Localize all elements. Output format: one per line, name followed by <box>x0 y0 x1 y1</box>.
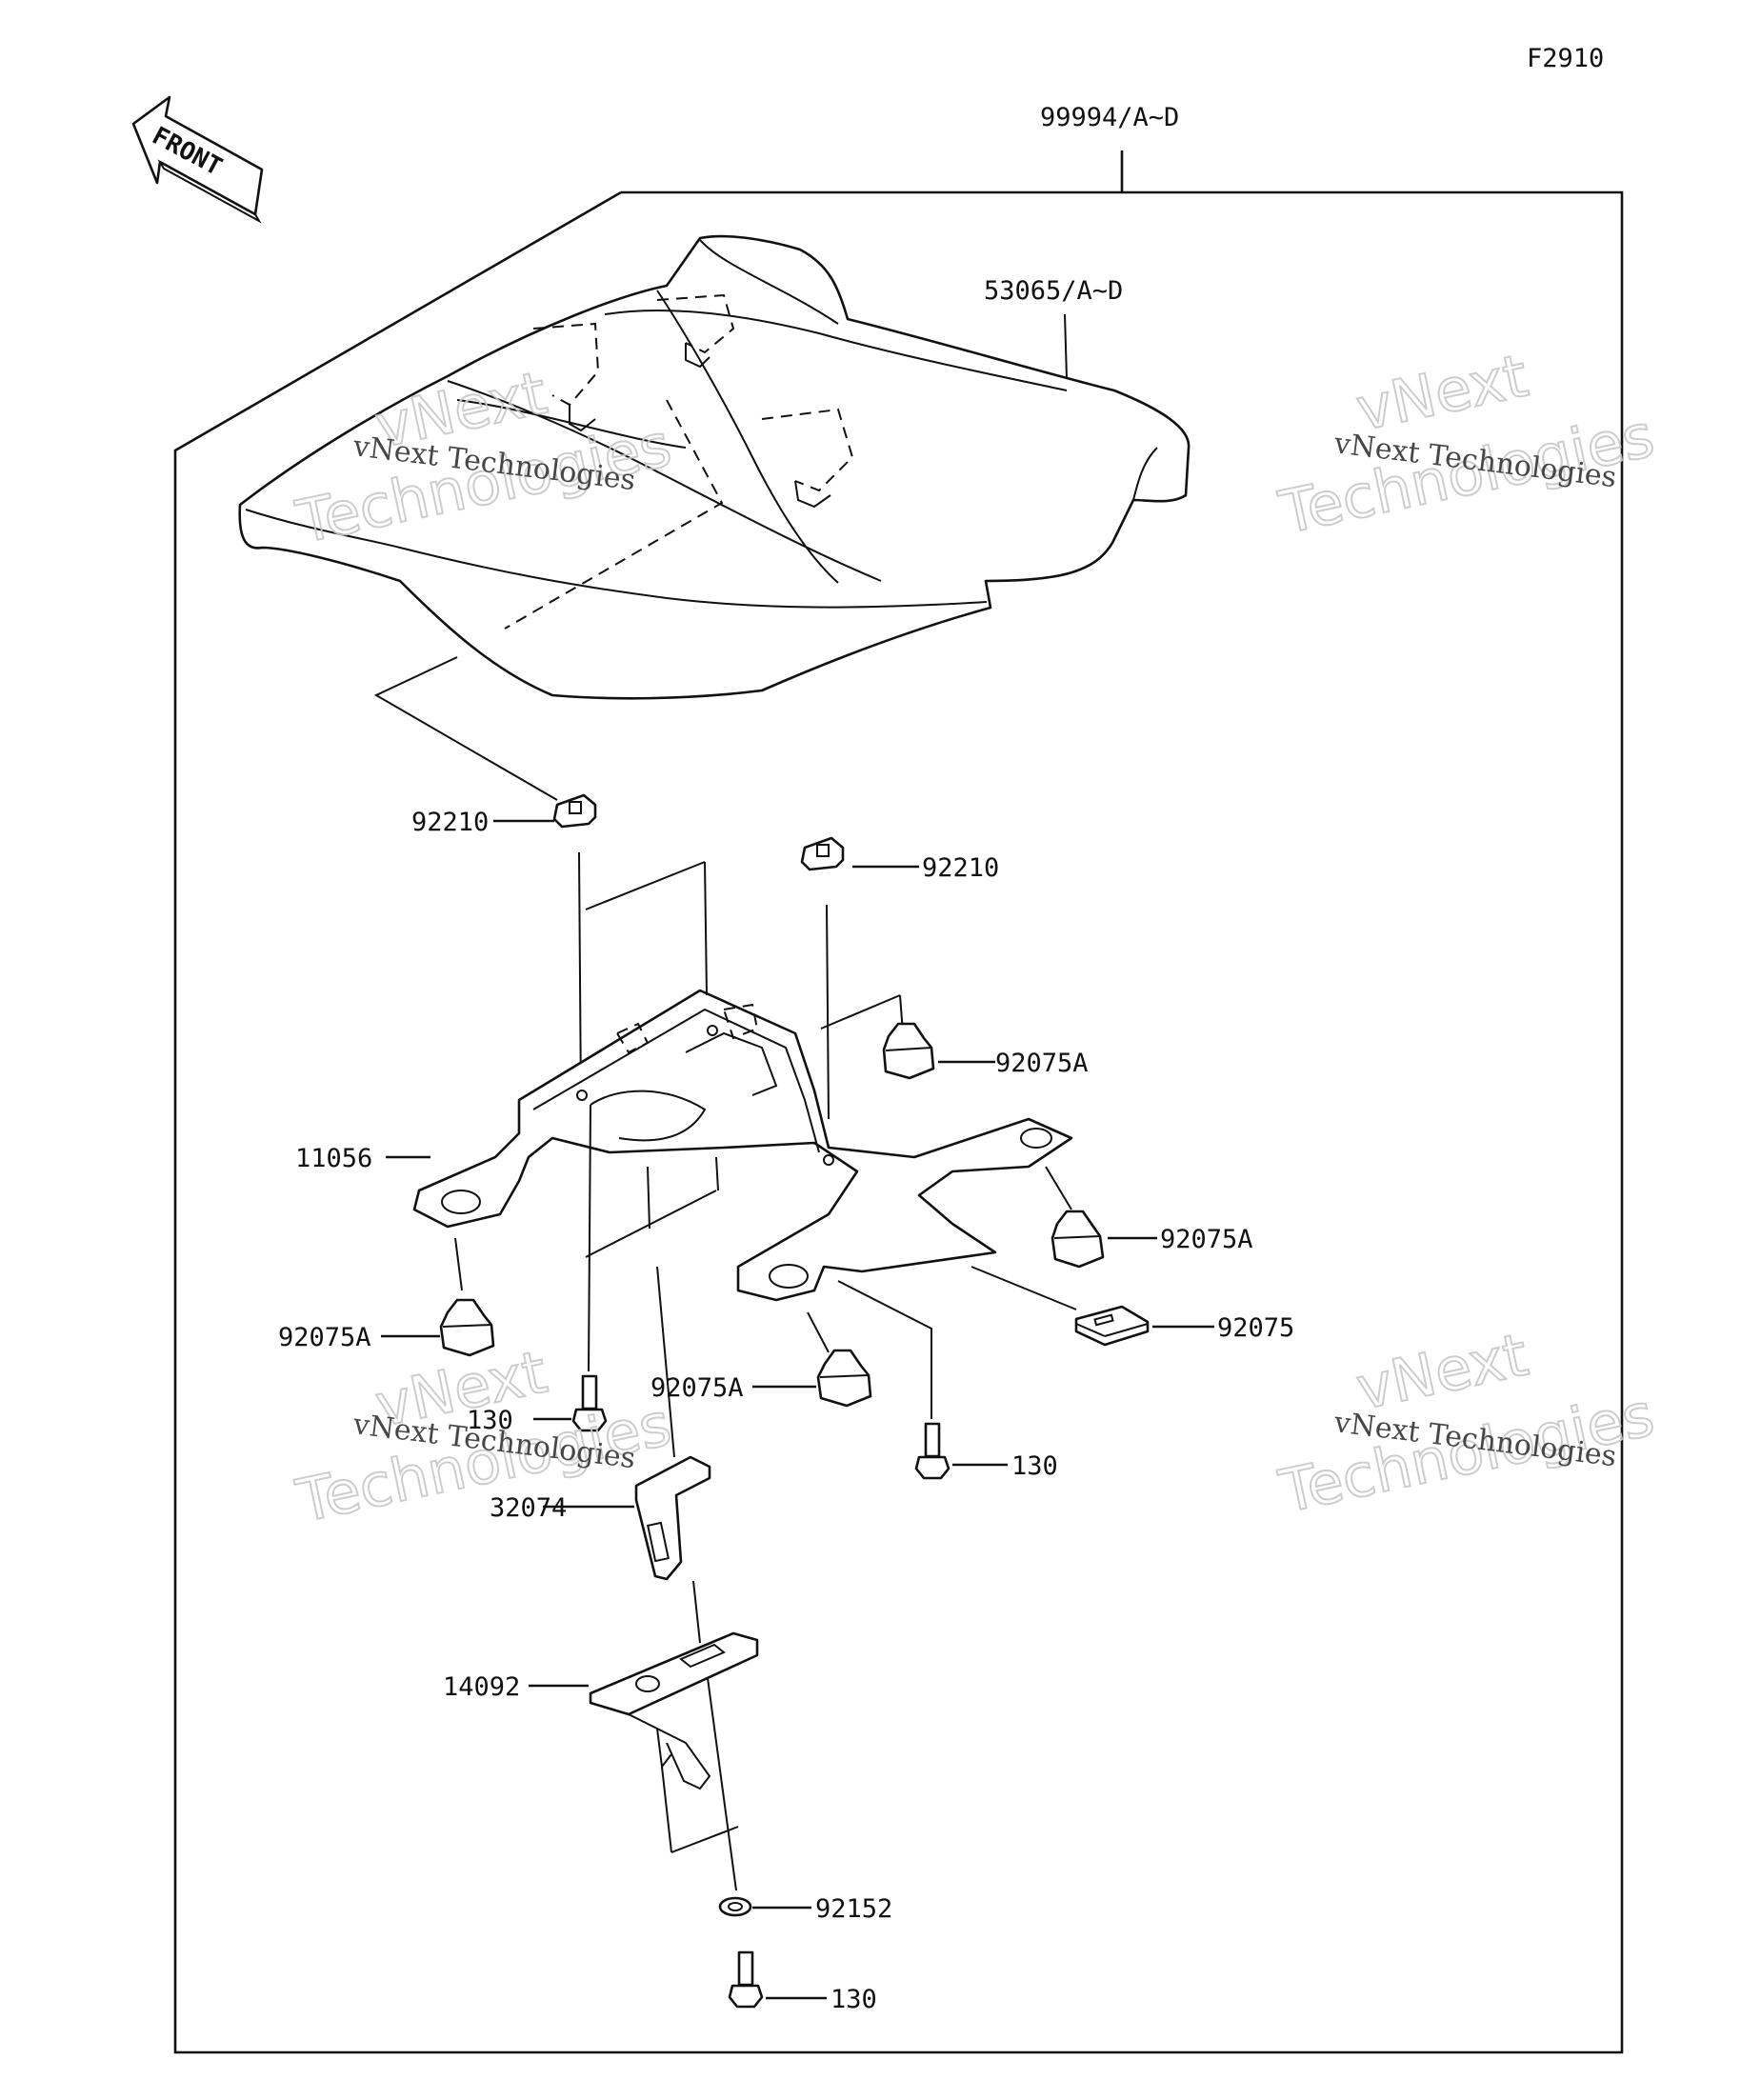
nut-92210-right: 92210 <box>800 836 999 1120</box>
watermark-bottom-right: vNext Technologies vNext Technologies <box>1272 1319 1661 1528</box>
pad-92075: 92075 <box>971 1266 1294 1347</box>
damper-92075a-top-right: 92075A <box>882 1022 1089 1080</box>
callout-latch: 14092 <box>443 1672 520 1702</box>
callout-pad: 92075 <box>1217 1313 1294 1343</box>
front-arrow-icon: FRONT <box>131 95 264 224</box>
assembly-frame <box>173 190 1624 2054</box>
callout-washer: 92152 <box>815 1894 892 1924</box>
damper-92075a-left: 92075A <box>278 1237 495 1357</box>
callout-assembly: 99994/A~D <box>1040 103 1179 132</box>
washer-92152: 92152 <box>718 1894 892 1924</box>
callout-bracket: 11056 <box>295 1144 372 1173</box>
bolt-130-left: 130 <box>467 1104 608 1435</box>
svg-text:vNext: vNext <box>1351 341 1533 445</box>
callout-nut-right: 92210 <box>922 853 999 883</box>
bracket-11056: 11056 <box>295 861 1073 1302</box>
seat-cover: 53065/A~D <box>238 234 1191 700</box>
callout-damper-mid-right: 92075A <box>1160 1225 1253 1254</box>
stay-32074: 32074 <box>490 1266 711 1644</box>
callout-damper-top-right: 92075A <box>995 1049 1089 1078</box>
callout-stay: 32074 <box>490 1493 567 1523</box>
latch-14092: 14092 <box>443 1631 759 1891</box>
callout-nut-left: 92210 <box>411 808 489 837</box>
callout-bolt-right: 130 <box>1011 1451 1058 1481</box>
watermark-top-right: vNext Technologies vNext Technologies <box>1272 340 1661 549</box>
callout-damper-left: 92075A <box>278 1323 371 1352</box>
figure-code: F2910 <box>1527 44 1604 73</box>
svg-text:vNext: vNext <box>1351 1320 1533 1424</box>
nut-92210-left: 92210 <box>411 793 597 1106</box>
damper-92075a-center: 92075A <box>650 1311 872 1408</box>
callout-damper-center: 92075A <box>650 1373 744 1403</box>
callout-bolt-left: 130 <box>467 1406 513 1435</box>
bolt-130-bottom: 130 <box>728 1950 877 2014</box>
callout-bolt-bottom: 130 <box>830 1985 877 2014</box>
bolt-130-right: 130 <box>837 1280 1058 1481</box>
damper-92075a-mid-right: 92075A <box>1045 1166 1253 1269</box>
callout-seat-cover: 53065/A~D <box>984 276 1123 306</box>
